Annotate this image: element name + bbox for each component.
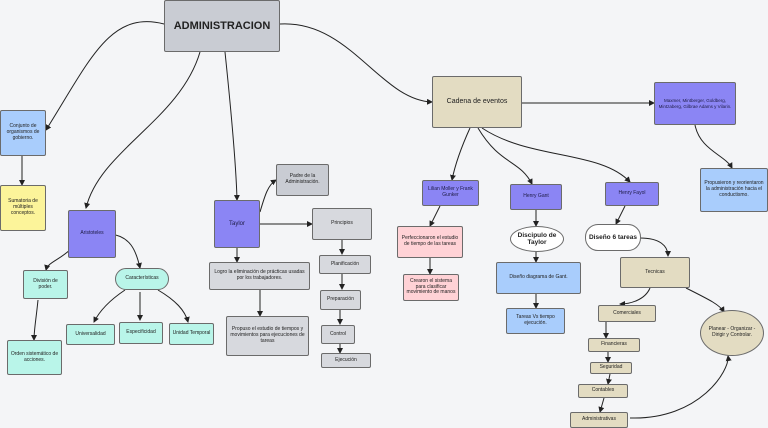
node-sumatoria[interactable]: Sumatoria de múltiples conceptos. (0, 185, 46, 231)
node-henry-gantt[interactable]: Henry Gant (510, 184, 562, 210)
node-control[interactable]: Control (321, 325, 355, 344)
node-definicion[interactable]: Conjunto de organismos de gobierno. (0, 110, 46, 156)
edge-root-definicion (45, 21, 165, 131)
edge-fayol-diseno (615, 205, 626, 225)
node-henry-fayol[interactable]: Henry Fayol (605, 182, 659, 206)
node-division[interactable]: División de poder. (23, 270, 68, 299)
edge-autores-propusieron (694, 124, 733, 169)
node-logro[interactable]: Logro la eliminación de prácticas usadas… (209, 262, 310, 290)
node-propusieron[interactable]: Propusieron y reorientaron la administra… (700, 168, 768, 212)
node-padre[interactable]: Padre de la Administración. (276, 164, 329, 196)
edge-cadena-fayol (481, 127, 631, 183)
node-taylor[interactable]: Taylor (214, 200, 260, 248)
node-discipulo[interactable]: Discipulo de Taylor (510, 226, 564, 252)
edge-taylor-padre (259, 179, 277, 213)
node-planear[interactable]: Planear - Organizar - Dirigir y Controla… (700, 310, 764, 356)
node-tareas[interactable]: Tareas Vs tiempo ejecución. (506, 308, 565, 334)
edge-tecnicas-comerciales (619, 287, 651, 307)
edge-root-aristoteles (84, 51, 201, 209)
edge-tecnicas-planear (685, 287, 725, 313)
node-administrativas[interactable]: Administrativas (570, 412, 628, 428)
edge-caract-universalidad (93, 289, 126, 323)
node-tecnicas[interactable]: Tecnicas (620, 257, 690, 288)
node-ejecucion[interactable]: Ejecución (321, 353, 371, 368)
node-perfeccionaron[interactable]: Perfeccionaron el estudio de tiempo de l… (397, 226, 463, 258)
edge-root-cadena (279, 23, 433, 105)
node-financieras[interactable]: Financieras (588, 338, 640, 352)
edge-cadena-gilbreth (450, 127, 471, 181)
edge-seguridad-contables (606, 373, 612, 385)
node-planificacion[interactable]: Planificación (319, 255, 371, 274)
node-unidad-temporal[interactable]: Unidad Temporal (169, 323, 214, 345)
edge-diseno-tecnicas (639, 237, 671, 257)
node-principios[interactable]: Principios (312, 208, 372, 240)
edge-contables-admin (598, 397, 605, 413)
node-caracteristicas[interactable]: Características (115, 268, 169, 290)
edge-root-taylor (224, 51, 240, 201)
node-gilbreth[interactable]: Lilian Moller y Frank Gunker (422, 180, 479, 206)
node-cadena[interactable]: Cadena de eventos (432, 76, 522, 128)
node-seguridad[interactable]: Seguridad (590, 362, 632, 374)
node-preparacion[interactable]: Preparación (320, 290, 361, 310)
node-diseno-6[interactable]: Diseño 6 tareas (585, 224, 641, 251)
edge-gilbreth-perfecc (429, 205, 441, 227)
edge-admin-planear (629, 355, 732, 419)
node-especificidad[interactable]: Especificidad (119, 322, 163, 344)
node-orden[interactable]: Orden sistemático de acciones. (7, 340, 62, 375)
edge-caract-unidad (157, 289, 190, 323)
node-crearon[interactable]: Crearon el sistema para clasificar movim… (403, 274, 459, 301)
node-universalidad[interactable]: Universalidad (66, 324, 115, 345)
edge-cadena-gantt (477, 127, 533, 185)
node-diseno-diagrama[interactable]: Diseño diagrama de Gant. (496, 262, 581, 294)
node-aristoteles[interactable]: Aristoteles (68, 210, 116, 258)
node-contables[interactable]: Contables (578, 384, 628, 398)
node-administracion[interactable]: ADMINISTRACION (164, 0, 280, 52)
node-autores[interactable]: Maxmer, Mintberger, Goldberg, Mintzaberg… (654, 82, 736, 125)
node-comerciales[interactable]: Comerciales (598, 305, 656, 322)
node-propuso[interactable]: Propuso el estudio de tiempos y movimien… (226, 316, 309, 356)
edge-division-orden (31, 299, 39, 341)
